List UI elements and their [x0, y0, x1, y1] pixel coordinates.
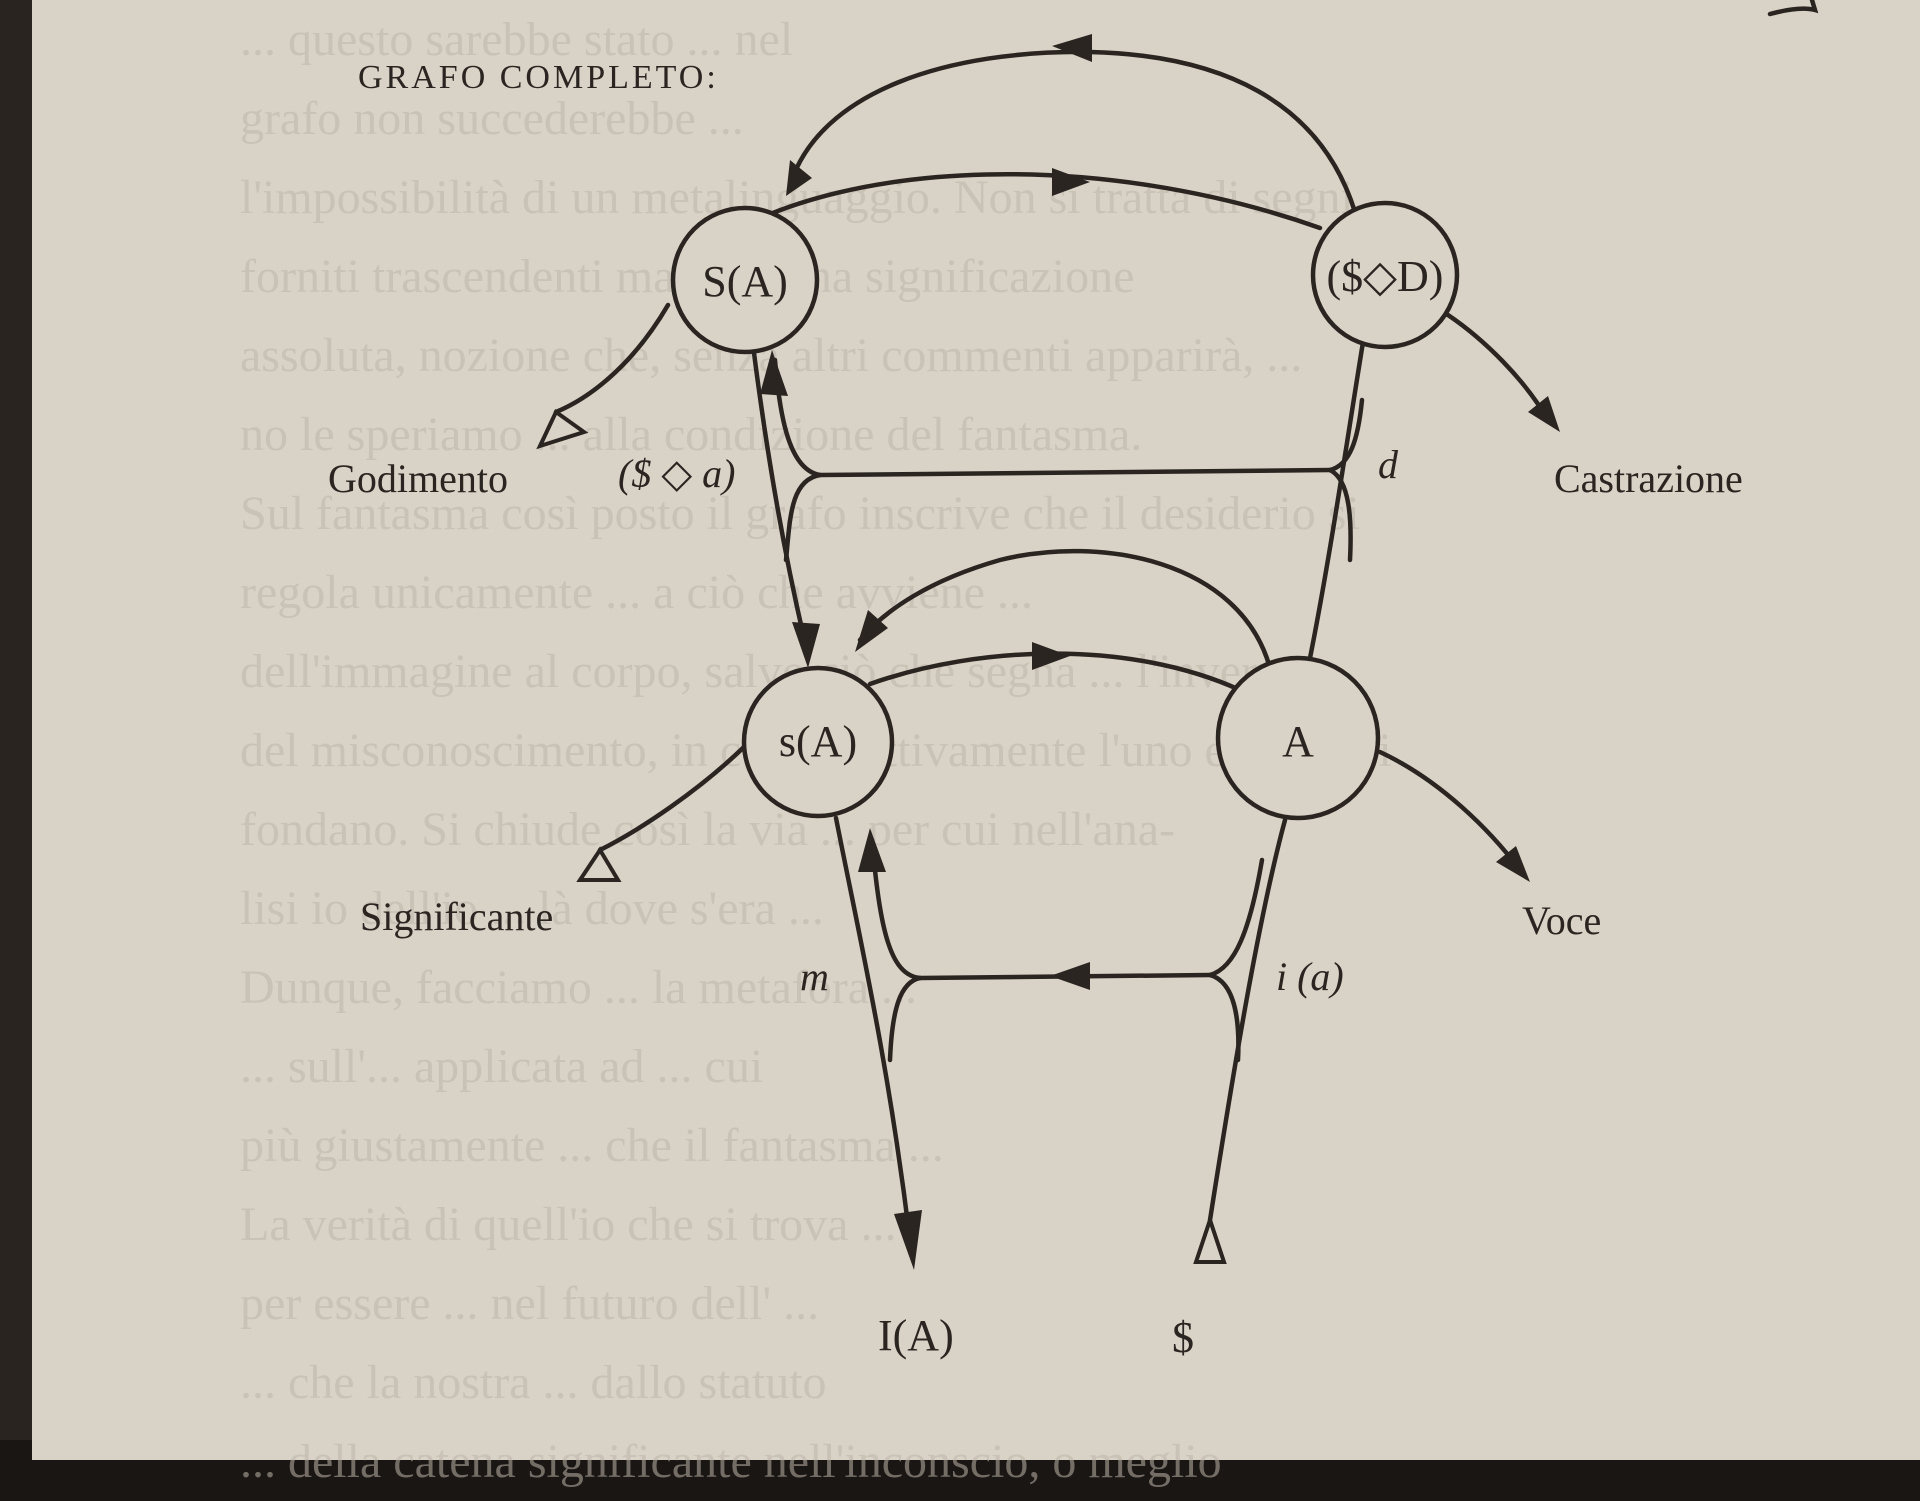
arrowhead [1496, 846, 1530, 882]
ghost-line: grafo non succederebbe ... [240, 92, 744, 145]
book-page [32, 0, 1920, 1460]
upper-bridge-right-curve [1327, 397, 1365, 473]
node-big-a: A [1215, 655, 1381, 821]
lower-bridge-right-curve [1207, 857, 1265, 978]
barred-s-triangle [1193, 1213, 1227, 1264]
godimento-triangle [536, 408, 589, 450]
upper-forward-arc [719, 172, 1323, 241]
lower-bridge-right-lower-curve [1207, 972, 1241, 1063]
diagram-title: GRAFO COMPLETO: [358, 59, 719, 96]
arrowhead [1052, 168, 1090, 196]
arrowhead [1052, 34, 1092, 62]
arrowhead [894, 1210, 922, 1270]
godimento-label: Godimento [328, 456, 508, 501]
d-label: d [1378, 442, 1399, 487]
arrowhead [786, 160, 812, 196]
ghost-line: lisi io dell'io ... là dove s'era ... [240, 882, 824, 935]
node-circle [1310, 200, 1460, 350]
arrowhead [858, 828, 886, 872]
significante-arc [597, 742, 749, 853]
corner-pencil-mark [1767, 0, 1819, 17]
graph-of-desire-diagram: GRAFO COMPLETO: [328, 0, 1819, 1362]
lower-return-arc [857, 548, 1273, 671]
node-label: S(A) [702, 257, 788, 306]
godimento-arc [553, 302, 671, 415]
node-circle [741, 665, 895, 819]
upper-bridge [817, 467, 1333, 478]
ghost-line: più giustamente ... che il fantasma ... [240, 1119, 944, 1172]
arrowhead [1050, 962, 1090, 990]
ghost-line: per essere ... nel futuro dell' ... [240, 1277, 820, 1330]
node-label: A [1282, 717, 1314, 766]
i-a-label: i (a) [1276, 954, 1344, 999]
ghost-line: fondano. Si chiude così la via ... per c… [240, 803, 1176, 856]
castrazione-label: Castrazione [1554, 456, 1743, 501]
arrowhead [855, 610, 888, 652]
node-circle [670, 205, 820, 355]
node-s-small-a: s(A) [741, 665, 895, 819]
arrowhead [792, 622, 820, 668]
significante-label: Significante [360, 894, 553, 939]
node-barred-s-lozenge-d: ($◇D) [1310, 200, 1460, 350]
arrowhead [1528, 396, 1560, 432]
significante-triangle [576, 846, 622, 882]
node-s-barred-a: S(A) [670, 205, 820, 355]
a-to-barred-s-d-line [1305, 327, 1368, 671]
barred-s-label: $ [1172, 1313, 1194, 1362]
upper-bridge-left-lower-curve [783, 472, 823, 563]
lower-bridge-left-lower-curve [887, 975, 923, 1063]
ghost-line: ... che la nostra ... dallo statuto [240, 1356, 827, 1409]
node-label: ($◇D) [1327, 252, 1444, 301]
node-label: s(A) [779, 717, 857, 766]
ghost-line: ... sull'... applicata ad ... cui [240, 1040, 764, 1093]
ghost-line: no le speriamo ... alla condizione del f… [240, 408, 1143, 461]
s-a-to-i-a-line [833, 815, 913, 1243]
upper-bridge-left-curve [772, 357, 823, 478]
arrowhead [760, 350, 788, 396]
ghost-line: ... questo sarebbe stato ... nel [240, 13, 794, 66]
node-circle [1215, 655, 1381, 821]
i-big-a-label: I(A) [878, 1311, 954, 1360]
castrazione-arc [1445, 312, 1551, 423]
m-label: m [800, 954, 829, 999]
voce-label: Voce [1522, 898, 1601, 943]
ghost-line: Sul fantasma così posto il grafo inscriv… [240, 487, 1360, 540]
barred-s-lozenge-a-label: ($ ◇ a) [618, 451, 735, 496]
barred-s-to-a-line [1207, 817, 1288, 1223]
ghost-line: regola unicamente ... a ciò che avviene … [240, 566, 1033, 619]
upper-bridge-right-lower-curve [1327, 467, 1353, 563]
ghost-line: La verità di quell'io che si trova ... [240, 1198, 897, 1251]
voce-arc [1377, 749, 1523, 873]
arrowhead [1032, 642, 1070, 670]
ghost-line: Dunque, facciamo ... la metafora ... [240, 961, 918, 1014]
